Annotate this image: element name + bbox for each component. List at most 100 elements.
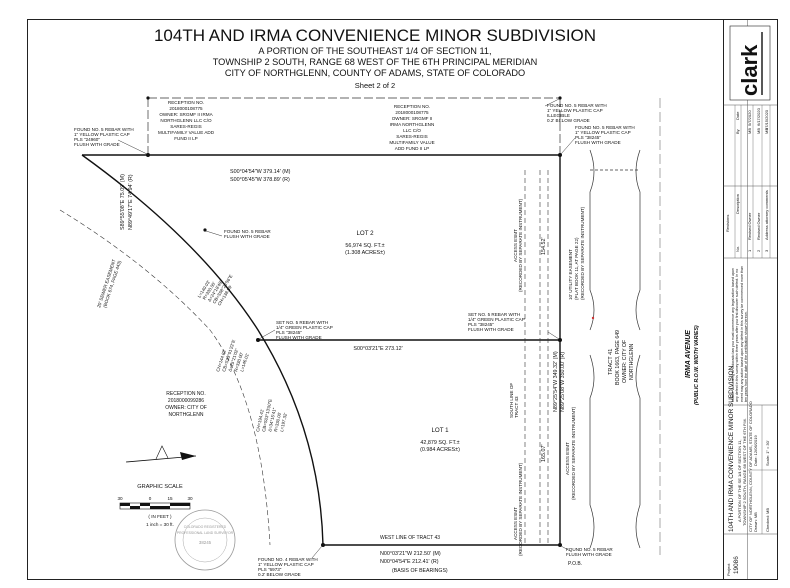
rev-col-no: No.: [735, 246, 740, 252]
rev-row-3-no: 3: [764, 249, 769, 252]
svg-text:OWNER: SRGMF II IRMA: OWNER: SRGMF II IRMA: [159, 112, 213, 117]
svg-text:OWNER: CITY OF: OWNER: CITY OF: [622, 340, 628, 383]
curve-1-data: L=140.03' R=330.00' Δ=24°18'48" CB=S58°2…: [197, 274, 234, 307]
access-easement-bottom-label: ACCESS ESMT: [513, 507, 518, 540]
rev-row-2-by: MB: [756, 128, 761, 134]
tract-41-label: TRACT 41 BOOK 1663, PAGE 649 OWNER: CITY…: [608, 330, 635, 385]
access-easement-upper: [589, 149, 641, 331]
svg-text:LLC C/O: LLC C/O: [403, 128, 421, 133]
svg-text:FOUND NO. 5 REBAR: FOUND NO. 5 REBAR: [224, 229, 271, 234]
svg-text:TRACT 41: TRACT 41: [608, 349, 614, 375]
monument-callout-bottom-left: FOUND NO. 4 REBAR WITH 1" YELLOW PLASTIC…: [258, 557, 318, 577]
svg-text:PLS "24960": PLS "24960": [74, 137, 100, 142]
east-line-bearing-measured: N89°25'54"W 349.32' (M): [553, 351, 559, 412]
svg-text:1/4" GREEN PLASTIC CAP: 1/4" GREEN PLASTIC CAP: [468, 317, 525, 322]
monument-callout-top-right-b: FOUND NO. 5 REBAR WITH 1" YELLOW PLASTIC…: [575, 125, 635, 145]
svg-text:FOUND NO. 4 REBAR WITH: FOUND NO. 4 REBAR WITH: [258, 557, 318, 562]
svg-text:30: 30: [117, 496, 123, 501]
tb-date: Date: 12/06/2019: [753, 435, 758, 466]
monument-callout-west-mid: FOUND NO. 5 REBAR FLUSH WITH GRADE: [224, 229, 271, 239]
rev-row-3-by: MB: [764, 128, 769, 134]
south-line-tract-43-ref: TRACT 43: [514, 396, 519, 418]
graphic-scale: GRAPHIC SCALE 30 0 15 30 ( IN FEET ) 1 i…: [117, 484, 193, 527]
svg-text:CH=144.83': CH=144.83': [215, 349, 227, 373]
svg-text:LOT 1: LOT 1: [431, 427, 449, 434]
svg-text:OWNER: CITY OF: OWNER: CITY OF: [165, 405, 207, 411]
rev-row-1-no: 1: [747, 249, 752, 252]
svg-text:FLUSH WITH GRADE: FLUSH WITH GRADE: [566, 552, 612, 557]
access-easement-bottom-ref: (RECORDED BY SEPARATE INSTRUMENT): [518, 462, 523, 556]
access-easement-east-ref: (RECORDED BY SEPARATE INSTRUMENT): [580, 206, 585, 300]
rev-col-desc: Description: [735, 194, 740, 214]
access-easement-lower-ref: (RECORDED BY SEPARATE INSTRUMENT): [571, 406, 576, 500]
west-line-tract-43: WEST LINE OF TRACT 43: [380, 535, 440, 541]
svg-text:RECEPTION NO.: RECEPTION NO.: [166, 391, 205, 397]
lot-2-label: LOT 2 56,974 SQ. FT.± (1.308 ACRES±): [345, 230, 385, 256]
svg-text:0.2' BELOW GRADE: 0.2' BELOW GRADE: [258, 572, 301, 577]
tb-project-title: 104TH AND IRMA CONVENIENCE MINOR SUBDIVI…: [728, 365, 735, 532]
svg-text:NORTHGLENN: NORTHGLENN: [169, 412, 204, 418]
svg-text:R=330.00': R=330.00': [233, 352, 244, 373]
revisions-table: Revisions No. Description By Date 1 Revi…: [725, 105, 771, 258]
svg-text:2018000108775: 2018000108775: [395, 110, 429, 115]
svg-text:15: 15: [167, 496, 173, 501]
south-line-bearing-record: N00°04'54"E 212.41' (R): [380, 559, 439, 565]
utility-easement-ref: (PLAT BOOK 11, AT PAGE 22): [574, 237, 579, 300]
access-easement-lower: [589, 354, 641, 549]
rev-row-2-no: 2: [756, 249, 761, 252]
plat-title: 104TH AND IRMA CONVENIENCE MINOR SUBDIVI…: [154, 26, 596, 45]
svg-text:ILLEGIBLE: ILLEGIBLE: [547, 113, 570, 118]
east-upper-distance: 154.52': [541, 237, 547, 255]
svg-text:COLORADO REGISTERED: COLORADO REGISTERED: [184, 525, 227, 529]
svg-text:30: 30: [187, 496, 193, 501]
north-line-bearing-measured: S00°04'54"W 379.14' (M): [230, 169, 291, 175]
svg-text:SARES-REGIS: SARES-REGIS: [170, 124, 201, 129]
svg-text:FOUND NO. 5 REBAR WITH: FOUND NO. 5 REBAR WITH: [547, 103, 607, 108]
svg-text:PLS "38245": PLS "38245": [468, 322, 494, 327]
lot-1-label: LOT 1 42,879 SQ. FT.± (0.984 ACRES±): [420, 427, 460, 453]
easement-lines: [59, 170, 549, 546]
svg-text:PLS "38245": PLS "38245": [575, 135, 601, 140]
tb-scale: Scale: 1" = 30': [765, 440, 770, 466]
basis-of-bearings: (BASIS OF BEARINGS): [392, 568, 448, 574]
rev-row-2-date: 6/17/2020: [756, 107, 761, 126]
svg-text:MULTIFAMILY VALUE: MULTIFAMILY VALUE: [389, 140, 434, 145]
south-line-bearing-measured: N00°03'21"W 212.50' (M): [380, 551, 441, 557]
surveyor-seal: COLORADO REGISTERED PROFESSIONAL LAND SU…: [174, 509, 236, 571]
svg-text:FLUSH WITH GRADE: FLUSH WITH GRADE: [74, 142, 120, 147]
reception-left-mid: RECEPTION NO. 2018000099286 OWNER: CITY …: [165, 391, 207, 418]
tb-project-label: Project: [726, 563, 731, 576]
leader-lines: [117, 98, 576, 559]
revisions-header: Revisions: [725, 215, 730, 232]
street-row-width: (PUBLIC R.O.W. WIDTH VARIES): [694, 325, 700, 405]
sheet-border: [27, 19, 778, 580]
rev-col-date: Date: [735, 111, 740, 120]
street-name: IRMA AVENUE: [685, 330, 692, 378]
svg-text:1" YELLOW PLASTIC CAP: 1" YELLOW PLASTIC CAP: [547, 108, 603, 113]
svg-text:R=330.00': R=330.00': [273, 411, 282, 432]
monument-callout-lot-corner-e: SET NO. 5 REBAR WITH 1/4" GREEN PLASTIC …: [468, 312, 525, 332]
rev-row-1-desc: Revised Owner: [747, 212, 752, 240]
adjacent-parcel-lines: [147, 97, 561, 155]
firm-logo-text: clark: [737, 44, 762, 96]
monument-callout-bottom-right: FOUND NO. 5 REBAR FLUSH WITH GRADE: [566, 547, 613, 557]
tb-project-line-1: A PORTION OF THE SE 1/4 OF SECTION 11,: [737, 440, 742, 522]
svg-text:2018000108775: 2018000108775: [169, 106, 203, 111]
svg-text:FLUSH WITH GRADE: FLUSH WITH GRADE: [575, 140, 621, 145]
svg-text:ADD FUND II LP: ADD FUND II LP: [395, 146, 429, 151]
svg-text:Δ=34°15'41": Δ=34°15'41": [267, 407, 277, 432]
reception-top-left: RECEPTION NO. 2018000108775 OWNER: SRGMF…: [158, 100, 215, 141]
svg-text:2018000099286: 2018000099286: [168, 398, 204, 404]
monument-markers: [146, 96, 595, 547]
svg-text:GRAPHIC SCALE: GRAPHIC SCALE: [137, 484, 183, 490]
access-easement-upper-label: ACCESS ESMT: [513, 229, 518, 262]
svg-text:1" YELLOW PLASTIC CAP: 1" YELLOW PLASTIC CAP: [74, 132, 130, 137]
svg-text:SET NO. 5 REBAR WITH: SET NO. 5 REBAR WITH: [468, 312, 520, 317]
tb-drawn: Drawn: MB: [753, 512, 758, 532]
svg-text:RECEPTION NO.: RECEPTION NO.: [394, 104, 430, 109]
svg-text:PROFESSIONAL LAND SURVEYOR: PROFESSIONAL LAND SURVEYOR: [177, 531, 234, 535]
subdivision-boundary: [81, 154, 561, 546]
point-of-beginning: P.O.B.: [568, 561, 582, 567]
utility-easement-label: 10' UTILITY EASEMENT: [568, 249, 573, 300]
